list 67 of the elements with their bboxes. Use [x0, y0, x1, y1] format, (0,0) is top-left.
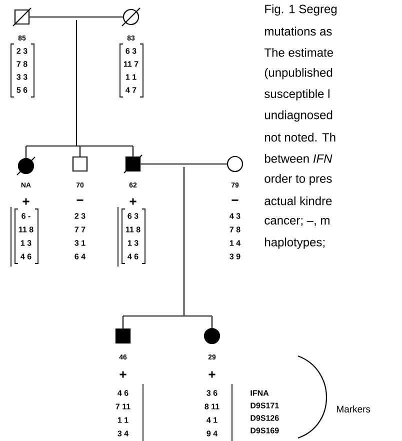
descent-line	[25, 19, 134, 158]
status-sign: +	[22, 198, 30, 205]
caption-line: between IFN	[264, 154, 332, 163]
caption-line: susceptible l	[264, 89, 330, 100]
marker-name: D9S169	[250, 428, 279, 434]
genotype-row: 7 7	[74, 226, 86, 232]
genotype-row: 4 6	[118, 390, 128, 396]
caption-line: mutations as	[265, 26, 332, 36]
genotype-row: 4 1	[206, 417, 218, 423]
genotype-row: 5 6	[16, 87, 28, 93]
genotype-row: 4 6	[128, 254, 138, 260]
marker-heading: Markers	[336, 406, 370, 412]
genotype-row: 7 8	[230, 226, 240, 232]
genotype-row: 3 3	[16, 74, 28, 80]
genotype-row: 11 8	[18, 226, 34, 232]
genotype-row: 4 6	[20, 254, 32, 260]
caption-line: cancer; –, m	[264, 218, 330, 226]
marker-name: IFNA	[250, 390, 269, 396]
status-sign: −	[76, 199, 84, 201]
circle-symbol	[204, 328, 220, 344]
caption-line: The estimate	[264, 48, 333, 57]
caption-line: not noted. Th	[265, 132, 336, 142]
genotype-row: 6 -	[22, 213, 30, 219]
genotype-row: 2 3	[74, 213, 86, 219]
status-sign: +	[130, 198, 136, 205]
genotype-row: 6 3	[126, 48, 136, 54]
genotype-row: 4 7	[126, 87, 136, 93]
genotype-row: 1 3	[20, 240, 32, 246]
genotype-row: 1 1	[126, 74, 136, 80]
genotype-row: 6 3	[128, 213, 138, 219]
genotype-row: 4 3	[230, 213, 240, 219]
genotype-row: 2 3	[16, 48, 28, 54]
genotype-row: 9 4	[206, 430, 218, 436]
square-symbol	[124, 154, 142, 174]
genotype-row: 3 1	[74, 240, 86, 246]
status-sign: +	[208, 371, 216, 378]
circle-symbol	[16, 156, 36, 176]
genotype-row: 3 9	[230, 254, 240, 260]
marker-name: D9S171	[250, 402, 279, 408]
genotype-row: 1 3	[128, 240, 138, 246]
genotype-row: 3 4	[118, 430, 128, 436]
caption-line: Fig. 1 Segreg	[265, 4, 337, 16]
caption-line: undiagnosed	[264, 110, 332, 122]
descent-line	[122, 166, 213, 328]
square-symbol	[12, 8, 32, 26]
genotype-row: 3 6	[206, 390, 218, 396]
partner-line	[30, 16, 123, 18]
genotype-row: 7 8	[16, 61, 28, 67]
caption-line: (unpublished	[264, 68, 332, 80]
circle-symbol	[226, 156, 244, 172]
caption-line: haplotypes;	[265, 238, 324, 249]
genotype-row: 8 11	[204, 404, 220, 410]
genotype-row: 7 11	[116, 404, 130, 410]
genotype-row: 11 7	[124, 61, 138, 67]
status-sign: −	[232, 199, 238, 201]
square-symbol	[115, 328, 131, 344]
status-sign: +	[120, 371, 126, 378]
caption-line: actual kindre	[264, 196, 332, 206]
genotype-row: 6 4	[74, 254, 86, 260]
square-symbol	[72, 156, 88, 172]
partner-line	[140, 163, 227, 165]
genotype-row: 11 8	[126, 226, 140, 232]
genotype-row: 1 4	[230, 240, 240, 246]
marker-name: D9S126	[250, 415, 279, 421]
genotype-row: 1 1	[118, 417, 128, 423]
circle-symbol	[122, 8, 140, 26]
caption-line: order to pres	[264, 174, 332, 186]
